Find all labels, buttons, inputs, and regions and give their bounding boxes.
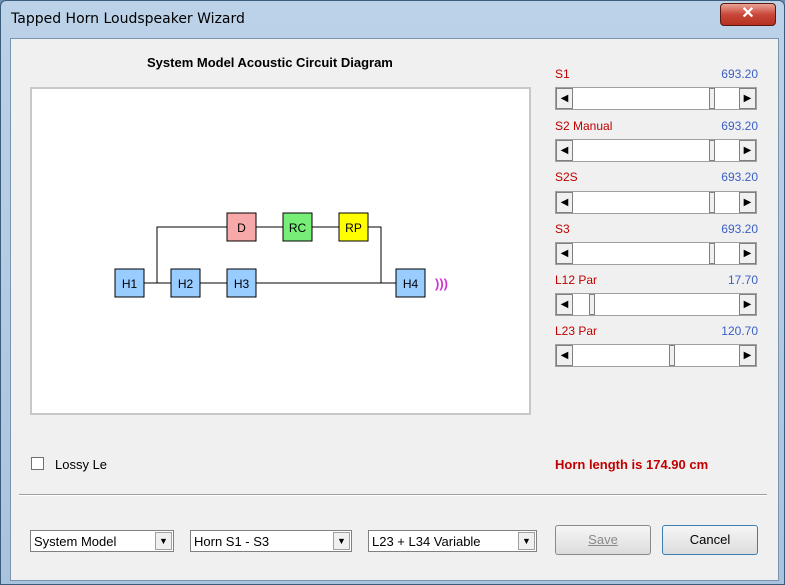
circuit-svg: H1 H2 H3 H4 D [114, 212, 448, 298]
slider-l23-par[interactable]: ◀ ▶ [555, 344, 757, 367]
save-button[interactable]: Save [555, 525, 651, 555]
slider-label-s1: S1 [555, 67, 570, 81]
block-d-box [226, 212, 257, 242]
acoustic-circuit-diagram: H1 H2 H3 H4 D [30, 87, 531, 415]
scroll-left-icon[interactable]: ◀ [556, 345, 573, 366]
diagram-title: System Model Acoustic Circuit Diagram [147, 55, 393, 70]
block-rp: RP [338, 212, 369, 242]
lossy-le-checkbox[interactable] [31, 457, 44, 470]
slider-value-s3: 693.20 [721, 222, 758, 236]
block-rp-box [338, 212, 369, 242]
slider-thumb[interactable] [709, 88, 715, 109]
slider-value-s2s: 693.20 [721, 170, 758, 184]
title-bar: Tapped Horn Loudspeaker Wizard ✕ [1, 1, 784, 37]
wire-branch-left [156, 226, 227, 283]
scroll-right-icon[interactable]: ▶ [739, 88, 756, 109]
horn-length-readout: Horn length is 174.90 cm [555, 457, 709, 472]
chevron-down-icon[interactable]: ▼ [518, 532, 535, 550]
slider-value-s2-manual: 693.20 [721, 119, 758, 133]
scroll-right-icon[interactable]: ▶ [739, 243, 756, 264]
lossy-le-label[interactable]: Lossy Le [55, 457, 108, 472]
block-h3: H3 [226, 268, 257, 298]
sound-waves-icon: ))) [435, 276, 448, 291]
block-rp-label: RP [345, 221, 362, 235]
block-h3-label: H3 [234, 277, 250, 291]
slider-s3[interactable]: ◀ ▶ [555, 242, 757, 265]
horn-select-value: Horn S1 - S3 [194, 534, 270, 549]
slider-l12-par[interactable]: ◀ ▶ [555, 293, 757, 316]
slider-s2s[interactable]: ◀ ▶ [555, 191, 757, 214]
block-rc: RC [282, 212, 313, 242]
block-h1: H1 [114, 268, 145, 298]
scroll-right-icon[interactable]: ▶ [739, 140, 756, 161]
close-button[interactable]: ✕ [720, 3, 776, 26]
model-select[interactable]: System Model ▼ [30, 530, 174, 552]
slider-label-l12-par: L12 Par [555, 273, 598, 287]
close-icon: ✕ [741, 5, 755, 22]
model-select-value: System Model [34, 534, 117, 549]
scroll-left-icon[interactable]: ◀ [556, 88, 573, 109]
block-d-label: D [237, 221, 246, 235]
block-h2-box [170, 268, 201, 298]
slider-label-l23-par: L23 Par [555, 324, 598, 338]
block-d: D [226, 212, 257, 242]
dialog-client-area: System Model Acoustic Circuit Diagram H [10, 38, 779, 581]
block-h2-label: H2 [178, 277, 194, 291]
block-h2: H2 [170, 268, 201, 298]
wire-branch-right [368, 226, 382, 283]
slider-value-s1: 693.20 [721, 67, 758, 81]
horn-select[interactable]: Horn S1 - S3 ▼ [190, 530, 352, 552]
scroll-left-icon[interactable]: ◀ [556, 294, 573, 315]
variable-select-value: L23 + L34 Variable [372, 534, 481, 549]
chevron-down-icon[interactable]: ▼ [333, 532, 350, 550]
block-h1-label: H1 [122, 277, 138, 291]
cancel-button[interactable]: Cancel [662, 525, 758, 555]
block-h4: H4 [395, 268, 426, 298]
slider-label-s2-manual: S2 Manual [555, 119, 613, 133]
scroll-left-icon[interactable]: ◀ [556, 192, 573, 213]
block-rc-label: RC [289, 221, 307, 235]
slider-label-s3: S3 [555, 222, 570, 236]
block-h4-label: H4 [403, 277, 419, 291]
block-rc-box [282, 212, 313, 242]
slider-value-l23-par: 120.70 [721, 324, 758, 338]
slider-thumb[interactable] [589, 294, 595, 315]
slider-label-s2s: S2S [555, 170, 578, 184]
slider-value-l12-par: 17.70 [727, 273, 758, 287]
scroll-left-icon[interactable]: ◀ [556, 243, 573, 264]
slider-s2-manual[interactable]: ◀ ▶ [555, 139, 757, 162]
block-h3-box [226, 268, 257, 298]
variable-select[interactable]: L23 + L34 Variable ▼ [368, 530, 537, 552]
slider-s1[interactable]: ◀ ▶ [555, 87, 757, 110]
separator [19, 494, 767, 496]
slider-thumb[interactable] [669, 345, 675, 366]
slider-thumb[interactable] [709, 140, 715, 161]
scroll-left-icon[interactable]: ◀ [556, 140, 573, 161]
block-h4-box [395, 268, 426, 298]
scroll-right-icon[interactable]: ▶ [739, 345, 756, 366]
block-h1-box [114, 268, 145, 298]
scroll-right-icon[interactable]: ▶ [739, 192, 756, 213]
window-title: Tapped Horn Loudspeaker Wizard [11, 11, 245, 27]
slider-thumb[interactable] [709, 192, 715, 213]
chevron-down-icon[interactable]: ▼ [155, 532, 172, 550]
slider-thumb[interactable] [709, 243, 715, 264]
scroll-right-icon[interactable]: ▶ [739, 294, 756, 315]
